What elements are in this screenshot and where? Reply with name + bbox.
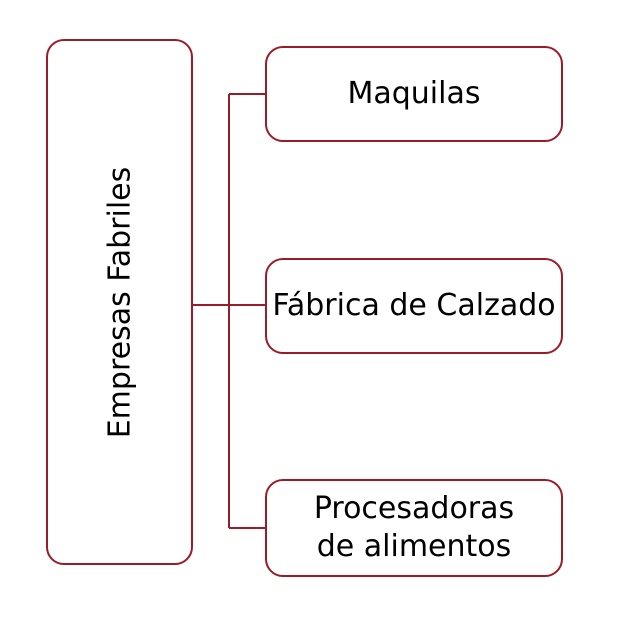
child-node-label: Fábrica de Calzado [272,288,556,323]
root-node: Empresas Fabriles [46,39,193,565]
child-node-fabrica-calzado: Fábrica de Calzado [265,258,563,354]
child-node-label: Procesadoras de alimentos [313,491,515,564]
child-node-maquilas: Maquilas [265,46,563,142]
child-node-procesadoras-alimentos: Procesadoras de alimentos [265,479,563,577]
child-node-label: Maquilas [347,76,481,111]
root-node-label: Empresas Fabriles [102,166,137,438]
